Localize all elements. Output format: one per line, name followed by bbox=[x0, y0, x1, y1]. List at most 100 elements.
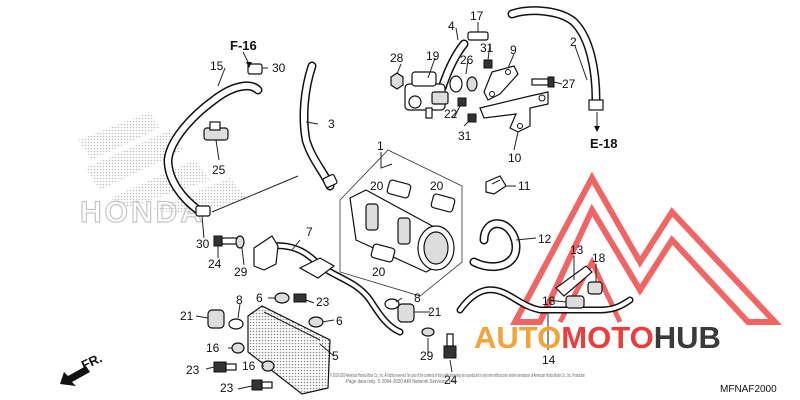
bolt-23-bottom[interactable] bbox=[251, 379, 273, 391]
copyright-line-1: © 2019-2020 American Honda Motor Co., In… bbox=[330, 372, 585, 379]
callout-9[interactable]: 9 bbox=[510, 43, 517, 57]
svg-text:AUTOMOTOHUB: AUTOMOTOHUB bbox=[474, 320, 721, 355]
collar-8-left[interactable] bbox=[228, 318, 244, 330]
callout-16-a[interactable]: 16 bbox=[206, 341, 220, 355]
callout-6-b[interactable]: 6 bbox=[336, 314, 343, 328]
front-direction-arrow bbox=[60, 366, 90, 386]
hose-3[interactable] bbox=[299, 61, 338, 191]
grommet-16-left[interactable] bbox=[231, 342, 245, 354]
callout-10[interactable]: 10 bbox=[508, 151, 522, 165]
callout-19[interactable]: 19 bbox=[426, 49, 440, 63]
grommet-6-right[interactable] bbox=[308, 316, 324, 328]
nut-28[interactable] bbox=[390, 72, 404, 90]
callout-14[interactable]: 14 bbox=[542, 353, 556, 367]
bolt-23-left[interactable] bbox=[213, 361, 237, 373]
hose-4[interactable] bbox=[437, 39, 469, 93]
callout-15[interactable]: 15 bbox=[210, 59, 224, 73]
bolt-22[interactable] bbox=[457, 97, 467, 107]
callout-2[interactable]: 2 bbox=[570, 35, 577, 49]
callout-24-a[interactable]: 24 bbox=[208, 257, 222, 271]
callout-12[interactable]: 12 bbox=[538, 232, 552, 246]
honda-wing-watermark: HONDA bbox=[78, 112, 248, 230]
rubber-20-b[interactable] bbox=[430, 193, 456, 213]
callout-29-b[interactable]: 29 bbox=[420, 349, 434, 363]
callout-11[interactable]: 11 bbox=[518, 179, 531, 193]
callout-30-a[interactable]: 30 bbox=[272, 61, 286, 75]
rubber-mount-21-left[interactable] bbox=[207, 309, 225, 329]
rubber-mount-21-right[interactable] bbox=[397, 303, 415, 323]
callout-23-c[interactable]: 23 bbox=[220, 381, 234, 395]
rubber-20-c[interactable] bbox=[370, 243, 396, 263]
pipe-7[interactable] bbox=[266, 242, 404, 336]
grommet-6-left[interactable] bbox=[274, 292, 290, 304]
collar-8-right[interactable] bbox=[384, 298, 400, 310]
callout-4[interactable]: 4 bbox=[448, 19, 455, 33]
callout-numbers: 1 2 3 4 5 6 6 7 8 8 9 10 11 12 13 14 15 … bbox=[180, 9, 606, 395]
callout-8-a[interactable]: 8 bbox=[236, 293, 243, 307]
callout-26[interactable]: 26 bbox=[460, 53, 474, 67]
callout-7[interactable]: 7 bbox=[306, 225, 313, 239]
bolt-24-left[interactable] bbox=[213, 235, 239, 247]
callout-6-a[interactable]: 6 bbox=[256, 291, 263, 305]
callout-22[interactable]: 22 bbox=[444, 107, 458, 121]
clip-11[interactable] bbox=[485, 175, 507, 195]
callout-17[interactable]: 17 bbox=[470, 9, 484, 23]
callout-28[interactable]: 28 bbox=[390, 51, 404, 65]
bolt-27[interactable] bbox=[531, 76, 555, 88]
fitting-17[interactable] bbox=[467, 31, 489, 41]
callout-23-a[interactable]: 23 bbox=[316, 295, 330, 309]
bracket-13[interactable] bbox=[555, 265, 593, 297]
watermark-hub: HUB bbox=[654, 320, 721, 355]
callout-21-b[interactable]: 21 bbox=[428, 305, 442, 319]
hose-2[interactable] bbox=[507, 6, 604, 111]
solenoid-valve-19[interactable] bbox=[404, 71, 449, 119]
ref-arrow-e18 bbox=[594, 112, 600, 132]
callout-21-a[interactable]: 21 bbox=[180, 309, 194, 323]
callout-5[interactable]: 5 bbox=[332, 349, 339, 363]
callout-8-b[interactable]: 8 bbox=[414, 291, 421, 305]
callout-1[interactable]: 1 bbox=[377, 139, 384, 153]
callout-20-c[interactable]: 20 bbox=[372, 265, 386, 279]
evap-canister-1[interactable] bbox=[339, 149, 463, 297]
pipe-14[interactable] bbox=[456, 286, 634, 314]
callout-20-a[interactable]: 20 bbox=[370, 179, 384, 193]
rubber-20-a[interactable] bbox=[386, 179, 412, 199]
callout-31-a[interactable]: 31 bbox=[480, 41, 494, 55]
callout-23-b[interactable]: 23 bbox=[186, 363, 200, 377]
mount-bracket[interactable] bbox=[253, 235, 279, 271]
callout-3[interactable]: 3 bbox=[328, 117, 335, 131]
bolt-23-upper[interactable] bbox=[293, 293, 307, 303]
callout-31-b[interactable]: 31 bbox=[458, 129, 472, 143]
reference-f16[interactable]: F-16 bbox=[230, 38, 257, 53]
grommet-26[interactable] bbox=[449, 75, 478, 93]
callout-20-b[interactable]: 20 bbox=[430, 179, 444, 193]
callout-16-b[interactable]: 16 bbox=[242, 359, 256, 373]
callout-25[interactable]: 25 bbox=[212, 163, 226, 177]
copyright-line-2: Page data only. © 2004-2020 ARI Network … bbox=[346, 378, 456, 385]
bracket-5[interactable] bbox=[247, 305, 331, 395]
callout-27[interactable]: 27 bbox=[562, 77, 576, 91]
clip-18-lower[interactable] bbox=[565, 295, 585, 309]
hose-12[interactable] bbox=[469, 219, 521, 271]
clip-18-upper[interactable] bbox=[587, 281, 603, 295]
reference-e18[interactable]: E-18 bbox=[590, 136, 617, 151]
bolt-24-right[interactable] bbox=[443, 333, 457, 359]
callout-30-b[interactable]: 30 bbox=[196, 237, 210, 251]
collar-29-left[interactable] bbox=[235, 235, 245, 249]
bracket-9[interactable] bbox=[483, 65, 519, 101]
bolt-31-upper[interactable] bbox=[483, 59, 493, 69]
callout-18-b[interactable]: 18 bbox=[542, 294, 556, 308]
callout-29-a[interactable]: 29 bbox=[234, 265, 248, 279]
hose-15[interactable] bbox=[163, 81, 263, 215]
bolt-31-lower[interactable] bbox=[467, 113, 477, 123]
clamp-25[interactable] bbox=[203, 121, 229, 141]
clamp-30-upper[interactable] bbox=[247, 63, 263, 75]
clamp-30-lower[interactable] bbox=[195, 205, 211, 217]
bracket-10[interactable] bbox=[479, 91, 549, 133]
collar-29-right[interactable] bbox=[421, 327, 435, 337]
callout-18-a[interactable]: 18 bbox=[592, 251, 606, 265]
callout-13[interactable]: 13 bbox=[570, 243, 584, 257]
callout-24-b[interactable]: 24 bbox=[444, 373, 458, 387]
